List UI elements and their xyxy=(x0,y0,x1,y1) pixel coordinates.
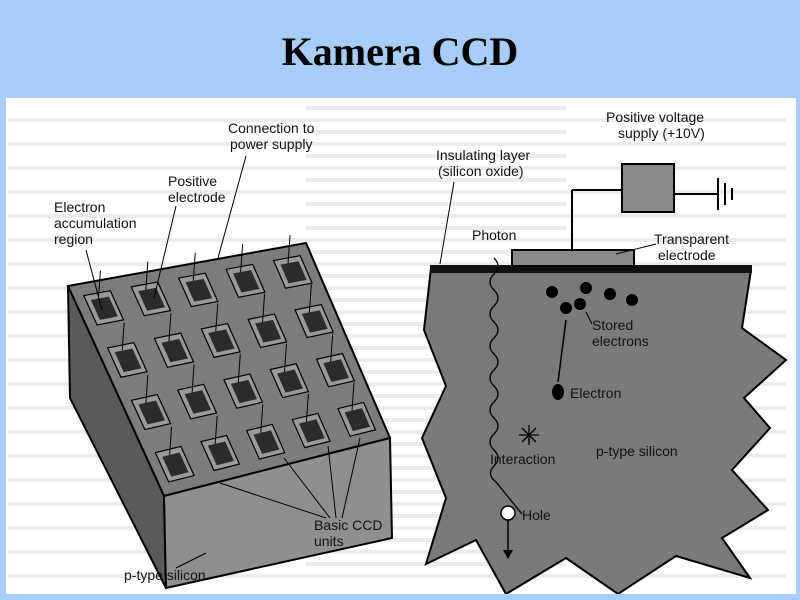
ccd-unit-electrode xyxy=(207,441,234,466)
left-labels: Connection to power supply Positive elec… xyxy=(54,120,386,583)
basic-ccd-units-label: Basic CCD units xyxy=(314,517,386,549)
ccd-unit-wire xyxy=(237,354,241,383)
ccd-unit-electrode xyxy=(255,319,282,343)
positive-electrode-label: Positive electrode xyxy=(168,173,226,205)
ccd-unit-wire xyxy=(145,374,149,403)
ccd-unit-electrode xyxy=(233,270,260,293)
ccd-unit-electrode xyxy=(301,310,328,333)
ccd-unit-electrode xyxy=(114,348,142,373)
ccd-unit-electrode xyxy=(344,408,371,432)
ccd-block-right-side xyxy=(162,436,394,590)
ccd-unit-wire xyxy=(260,404,264,433)
right-labels: Positive voltage supply (+10V) Insulatin… xyxy=(436,109,733,523)
slide-title: Kamera CCD xyxy=(281,29,519,74)
power-supply-label: Positive voltage supply (+10V) xyxy=(606,109,708,141)
ccd-block-diagram xyxy=(66,235,394,590)
left-substrate-label: p-type silicon xyxy=(124,567,206,583)
insulating-layer xyxy=(430,265,752,273)
ccd-unit-wire xyxy=(121,322,125,351)
ccd-pixel-grid xyxy=(82,235,377,483)
ccd-unit-electrode xyxy=(161,338,188,363)
ccd-unit-wire xyxy=(215,303,219,332)
photon-label: Photon xyxy=(472,227,516,243)
interaction-label: Interaction xyxy=(490,451,555,467)
diagram-panel: Connection to power supply Positive elec… xyxy=(6,98,796,594)
power-supply-box xyxy=(621,163,675,213)
ccd-unit-wire xyxy=(169,426,173,456)
stored-electrons xyxy=(546,282,638,314)
photon-wave xyxy=(489,257,523,515)
stored-electrons-label: Stored electrons xyxy=(592,317,649,349)
right-substrate-label: p-type silicon xyxy=(596,443,678,459)
ccd-unit-wire xyxy=(287,235,291,264)
ccd-unit-electrode xyxy=(299,419,325,443)
ccd-unit-electrode xyxy=(138,400,165,425)
ccd-unit-wire xyxy=(330,333,334,362)
electron-dot xyxy=(552,384,564,400)
interaction-star-icon xyxy=(519,425,539,445)
ccd-unit-electrode xyxy=(323,359,349,382)
ccd-unit-wire xyxy=(283,343,287,372)
ccd-unit-wire xyxy=(262,293,266,322)
ccd-unit-wire xyxy=(351,382,355,411)
ccd-unit-electrode xyxy=(280,261,307,284)
ccd-unit-wire xyxy=(168,313,172,342)
insulating-layer-label: Insulating layer (silicon oxide) xyxy=(436,147,534,179)
ccd-unit-electrode xyxy=(253,430,280,454)
ccd-unit-electrode xyxy=(208,329,235,353)
ccd-unit-wire xyxy=(191,364,195,393)
electron-accumulation-label: Electron accumulation region xyxy=(54,199,140,247)
ccd-unit-wire xyxy=(305,393,309,422)
silicon-cross-section xyxy=(420,163,788,594)
ccd-unit-wire xyxy=(240,244,244,273)
electron-label: Electron xyxy=(570,385,621,401)
ccd-unit-wire xyxy=(97,270,101,299)
transparent-electrode-label: Transparent electrode xyxy=(654,231,733,263)
ccd-unit-electrode xyxy=(90,296,118,320)
ccd-unit-wire xyxy=(214,415,218,444)
hole-circle xyxy=(500,505,516,521)
ccd-unit-wire xyxy=(145,261,149,290)
hole-label: Hole xyxy=(522,507,551,523)
ground-symbol-icon xyxy=(717,178,733,210)
ccd-unit-electrode xyxy=(184,390,211,414)
ccd-unit-electrode xyxy=(138,287,166,311)
ccd-unit-electrode xyxy=(230,379,257,404)
ccd-unit-wire xyxy=(308,284,312,313)
ccd-unit-electrode xyxy=(162,452,189,477)
connection-label: Connection to power supply xyxy=(228,120,318,152)
ccd-unit-electrode xyxy=(185,278,213,302)
transparent-electrode xyxy=(511,249,635,267)
ccd-unit-wire xyxy=(192,252,196,281)
ccd-unit-electrode xyxy=(277,369,303,393)
